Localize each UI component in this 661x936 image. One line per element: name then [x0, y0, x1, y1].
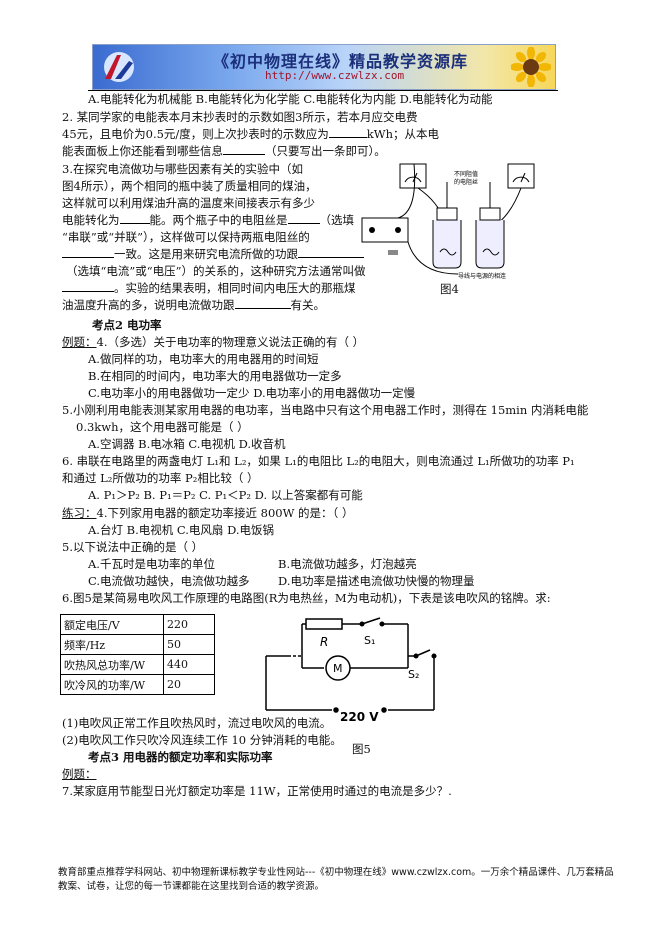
- example-4-options-cd: C.电功率小的用电器做功一定少 D.电功率小的用电器做功一定慢: [88, 386, 416, 400]
- example-4-option-b: B.在相同的时间内，电功率大的用电器做功一定多: [88, 369, 342, 383]
- practice-4-stem: 练习：4.下列家用电器的额定功率接近 800W 的是：（ ）: [62, 506, 354, 520]
- sub-question-2: (2)电吹风工作只吹冷风连续工作 10 分钟消耗的电能。: [62, 733, 342, 747]
- site-url[interactable]: http://www.czwlzx.com: [265, 69, 405, 82]
- q7-stem: 7.某家庭用节能型日光灯额定功率是 11W，正常使用时通过的电流是多少？.: [62, 784, 452, 798]
- practice-6-stem: 6.图5是某简易电吹风工作原理的电路图(R为电热丝，M为电动机)，下表是该电吹风…: [62, 591, 551, 605]
- figure-5-circuit: R M S₁ S₂ 220 V: [265, 617, 437, 724]
- q6-options: A. P₁＞P₂ B. P₁＝P₂ C. P₁＜P₂ D. 以上答案都有可能: [88, 488, 363, 502]
- header-banner: 《初中物理在线》精品教学资源库 http://www.czwlzx.com: [92, 44, 556, 90]
- source-voltage-label: 220 V: [340, 710, 379, 724]
- example-label: 例题：: [62, 767, 97, 781]
- q3-line1: 3.在探究电流做功与哪些因素有关的实验中（如: [62, 162, 303, 176]
- q3-line2: 图4所示），两个相同的瓶中装了质量相同的煤油，: [62, 179, 317, 193]
- practice-5-stem: 5.以下说法中正确的是（ ）: [62, 540, 204, 554]
- header-divider: [88, 90, 558, 91]
- spec-value: 220: [163, 614, 215, 635]
- example-4-stem: 例题：4.（多选）关于电功率的物理意义说法正确的有（ ）: [62, 335, 365, 349]
- spec-label: 吹冷风的功率/W: [60, 674, 164, 695]
- spec-value: 440: [163, 654, 215, 675]
- q5-stem: 5.小刚利用电能表测某家用电器的电功率，当电路中只有这个用电器工作时，测得在 1…: [62, 403, 589, 417]
- q3-line7: （选填“电流”或“电压”）的关系的，这种研究方法通常叫做: [66, 264, 366, 278]
- q3-line3: 这样就可以利用煤油升高的温度来间接表示有多少: [62, 196, 315, 210]
- section-heading-kp2: 考点2 电功率: [92, 318, 162, 332]
- sunflower-icon: [511, 47, 551, 87]
- answer-blank[interactable]: [62, 257, 114, 258]
- answer-blank[interactable]: [298, 257, 364, 258]
- motor-label: M: [333, 662, 343, 675]
- q3-line5: “串联”或“并联”），这样做可以保持两瓶电阻丝的: [62, 230, 310, 244]
- q6-stem-2: 和通过 L₂所做功的功率 P₂相比较（ ）: [62, 471, 259, 485]
- q3-line9: 油温度升高的多，说明电流做功跟有关。: [62, 298, 325, 312]
- switch-s1-label: S₁: [364, 634, 375, 647]
- practice-5-option-a: A.千瓦时是电功率的单位: [88, 557, 215, 571]
- svg-text:的电阻丝: 的电阻丝: [454, 178, 478, 186]
- q1-options: A.电能转化为机械能 B.电能转化为化学能 C.电能转化为内能 D.电能转化为动…: [88, 92, 493, 106]
- practice-5-option-d: D.电功率是描述电流做功快慢的物理量: [278, 574, 475, 588]
- spec-label: 额定电压/V: [60, 614, 164, 635]
- svg-text:不同阻值: 不同阻值: [454, 170, 478, 178]
- sub-question-1: (1)电吹风正常工作且吹热风时，流过电吹风的电流。: [62, 716, 332, 730]
- answer-blank[interactable]: [287, 223, 320, 224]
- spec-value: 20: [163, 674, 215, 695]
- answer-blank[interactable]: [62, 291, 114, 292]
- spec-value: 50: [163, 634, 215, 655]
- q5-stem-2: 0.3kwh，这个用电器可能是（ ）: [76, 420, 249, 434]
- spec-label: 吹热风总功率/W: [60, 654, 164, 675]
- svg-text:导线与电源的相连: 导线与电源的相连: [458, 272, 506, 280]
- q6-stem: 6. 串联在电路里的两盏电灯 L₁和 L₂，如果 L₁的电阻比 L₂的电阻大，则…: [62, 454, 575, 468]
- figure-4-caption: 图4: [440, 282, 459, 296]
- spec-label: 频率/Hz: [60, 634, 164, 655]
- q5-options: A.空调器 B.电冰箱 C.电视机 D.收音机: [88, 437, 286, 451]
- answer-blank[interactable]: [223, 154, 265, 155]
- site-title: 《初中物理在线》精品教学资源库: [213, 52, 469, 71]
- q3-line8: 。实验的结果表明，相同时间内电压大的那瓶煤: [62, 281, 356, 296]
- section-heading-kp3: 考点3 用电器的额定功率和实际功率: [88, 750, 273, 764]
- page-footer: 教育部重点推荐学科网站、初中物理新课标教学专业性网站---《初中物理在线》www…: [58, 867, 614, 892]
- answer-blank[interactable]: [234, 308, 291, 309]
- example-4-option-a: A.做同样的功，电功率大的用电器用的时间短: [88, 352, 319, 366]
- q2-line1: 2. 某同学家的电能表本月末抄表时的示数如图3所示，若本月应交电费: [62, 110, 418, 124]
- resistor-label: R: [320, 635, 328, 649]
- q3-line4: 电能转化为能。两个瓶子中的电阻丝是（选填: [62, 213, 354, 227]
- q3-line6: 一致。这是用来研究电流所做的功跟: [62, 247, 364, 262]
- figure-5-caption: 图5: [352, 742, 371, 756]
- q2-line3: 能表面板上你还能看到哪些信息（只要写出一条即可）。: [62, 144, 386, 158]
- practice-5-option-c: C.电流做功越快，电流做功越多: [88, 574, 250, 588]
- switch-s2-label: S₂: [408, 668, 419, 681]
- practice-5-option-b: B.电流做功越多，灯泡越亮: [278, 557, 417, 571]
- answer-blank[interactable]: [119, 223, 150, 224]
- answer-blank[interactable]: [328, 137, 367, 138]
- figure-4-apparatus: 不同阻值 的电阻丝 导线与电源的相连: [361, 163, 535, 280]
- site-logo-icon: [104, 52, 134, 82]
- practice-4-options: A.台灯 B.电视机 C.电风扇 D.电饭锅: [88, 523, 275, 537]
